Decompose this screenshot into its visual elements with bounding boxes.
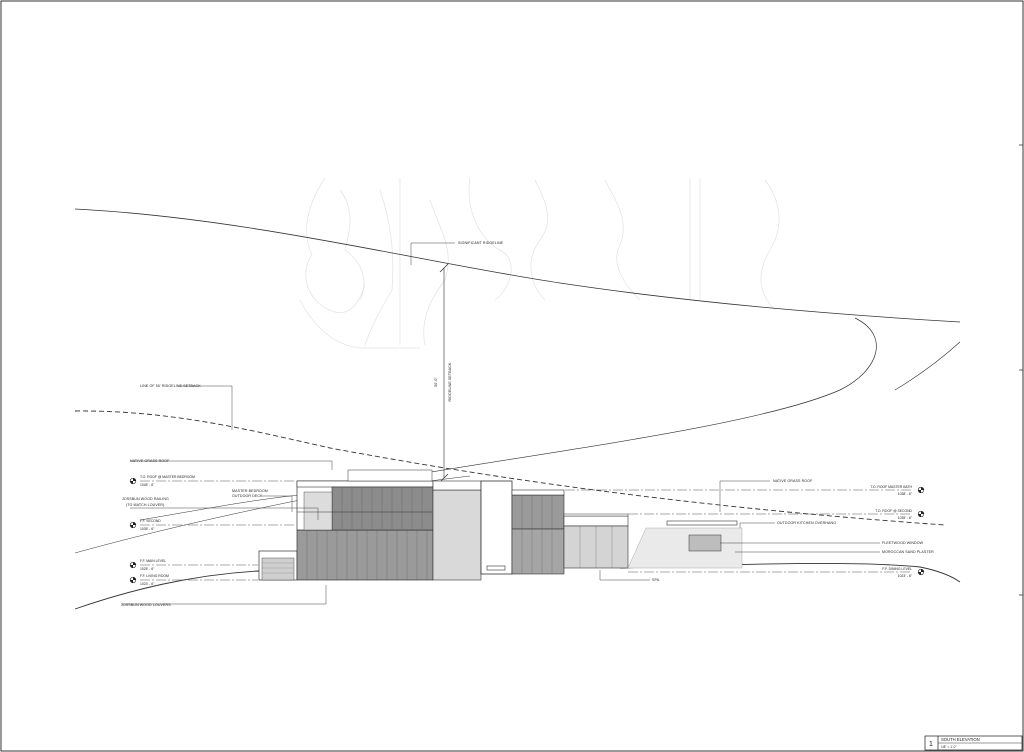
label-outdoor-kitchen: OUTDOOR KITCHEN OVERHANG: [777, 521, 836, 525]
level-left-0-elev: 1045' - 6": [140, 483, 155, 487]
level-left-1-elev: 1035' - 6": [140, 527, 155, 531]
label-wood-railing-1: JOSSBUN WOOD RAILING: [122, 497, 169, 501]
level-left-3-name: F.F. LIVING ROOM: [140, 574, 169, 578]
setback-dim-text: RIDGELINE SETBACK: [448, 362, 452, 401]
upper-louvers: [331, 486, 434, 531]
level-right-0-elev: 1038' - 6": [898, 492, 913, 496]
level-left-1-name: F.F. SECOND: [140, 519, 161, 523]
label-native-grass-roof-right: NATIVE GRASS ROOF: [773, 479, 813, 483]
level-left-2-elev: 1025' - 6": [140, 567, 155, 571]
level-left-3-elev: 1023' - 6": [140, 582, 155, 586]
level-left-2-name: F.F. MAIN LEVEL: [140, 559, 166, 563]
background-trees: [299, 177, 780, 349]
louver-pattern: [306, 487, 613, 580]
label-line-of-setback: LINE OF 50' RIDGELINE SETBACK: [140, 384, 201, 388]
terrain-lines: [74, 208, 961, 610]
label-spa: SPA: [652, 578, 660, 582]
label-native-grass-roof-left: NATIVE GRASS ROOF: [130, 459, 170, 463]
label-master-deck-2: OUTDOOR DECK: [232, 494, 263, 498]
title-block-number: 1: [929, 741, 933, 748]
lower-louvers: [296, 529, 434, 581]
label-wood-railing-2: (TO MATCH LOUVER): [126, 503, 164, 507]
label-fleetwood-window: FLEETWOOD WINDOW: [882, 541, 924, 545]
grade-lower: [74, 570, 301, 610]
level-right-1-elev: 1035' - 6": [898, 516, 913, 520]
setback-dim-value: 50'-0": [434, 377, 438, 387]
level-right-2-elev: 1023' - 6": [898, 574, 913, 578]
label-wood-louvers: JOSSBUN WOOD LOUVERS: [121, 603, 171, 607]
label-master-deck-1: MASTER BEDROOM: [232, 489, 268, 493]
border-ticks: [1019, 144, 1023, 596]
title-block-title: SOUTH ELEVATION: [941, 737, 980, 742]
title-block: [924, 735, 1023, 751]
house-elevation: [258, 469, 743, 581]
label-significant-ridgeline: SIGNIFICANT RIDGELINE: [458, 241, 504, 245]
level-left-0-name: T.O. ROOF @ MASTER BEDROOM: [140, 475, 195, 479]
setback-line: [74, 410, 946, 526]
label-moroccan-plaster: MOROCCAN SAND PLASTER: [882, 550, 934, 554]
ridgeline-curve: [394, 317, 877, 479]
entry-tower: [480, 480, 513, 575]
level-datums: [140, 480, 912, 581]
level-right-2-name: F.F. DINING LEVEL: [882, 567, 912, 571]
ridgeline: [74, 208, 961, 323]
setback-dimension: [439, 263, 449, 483]
level-right-0-name: T.O. ROOF MASTER BATH: [870, 485, 912, 489]
title-block-scale: 1/8" = 1'-0": [941, 745, 957, 749]
leaders: [121, 242, 880, 605]
level-symbols: [129, 477, 925, 584]
level-right-1-name: T.O. ROOF @ SECOND: [875, 509, 912, 513]
